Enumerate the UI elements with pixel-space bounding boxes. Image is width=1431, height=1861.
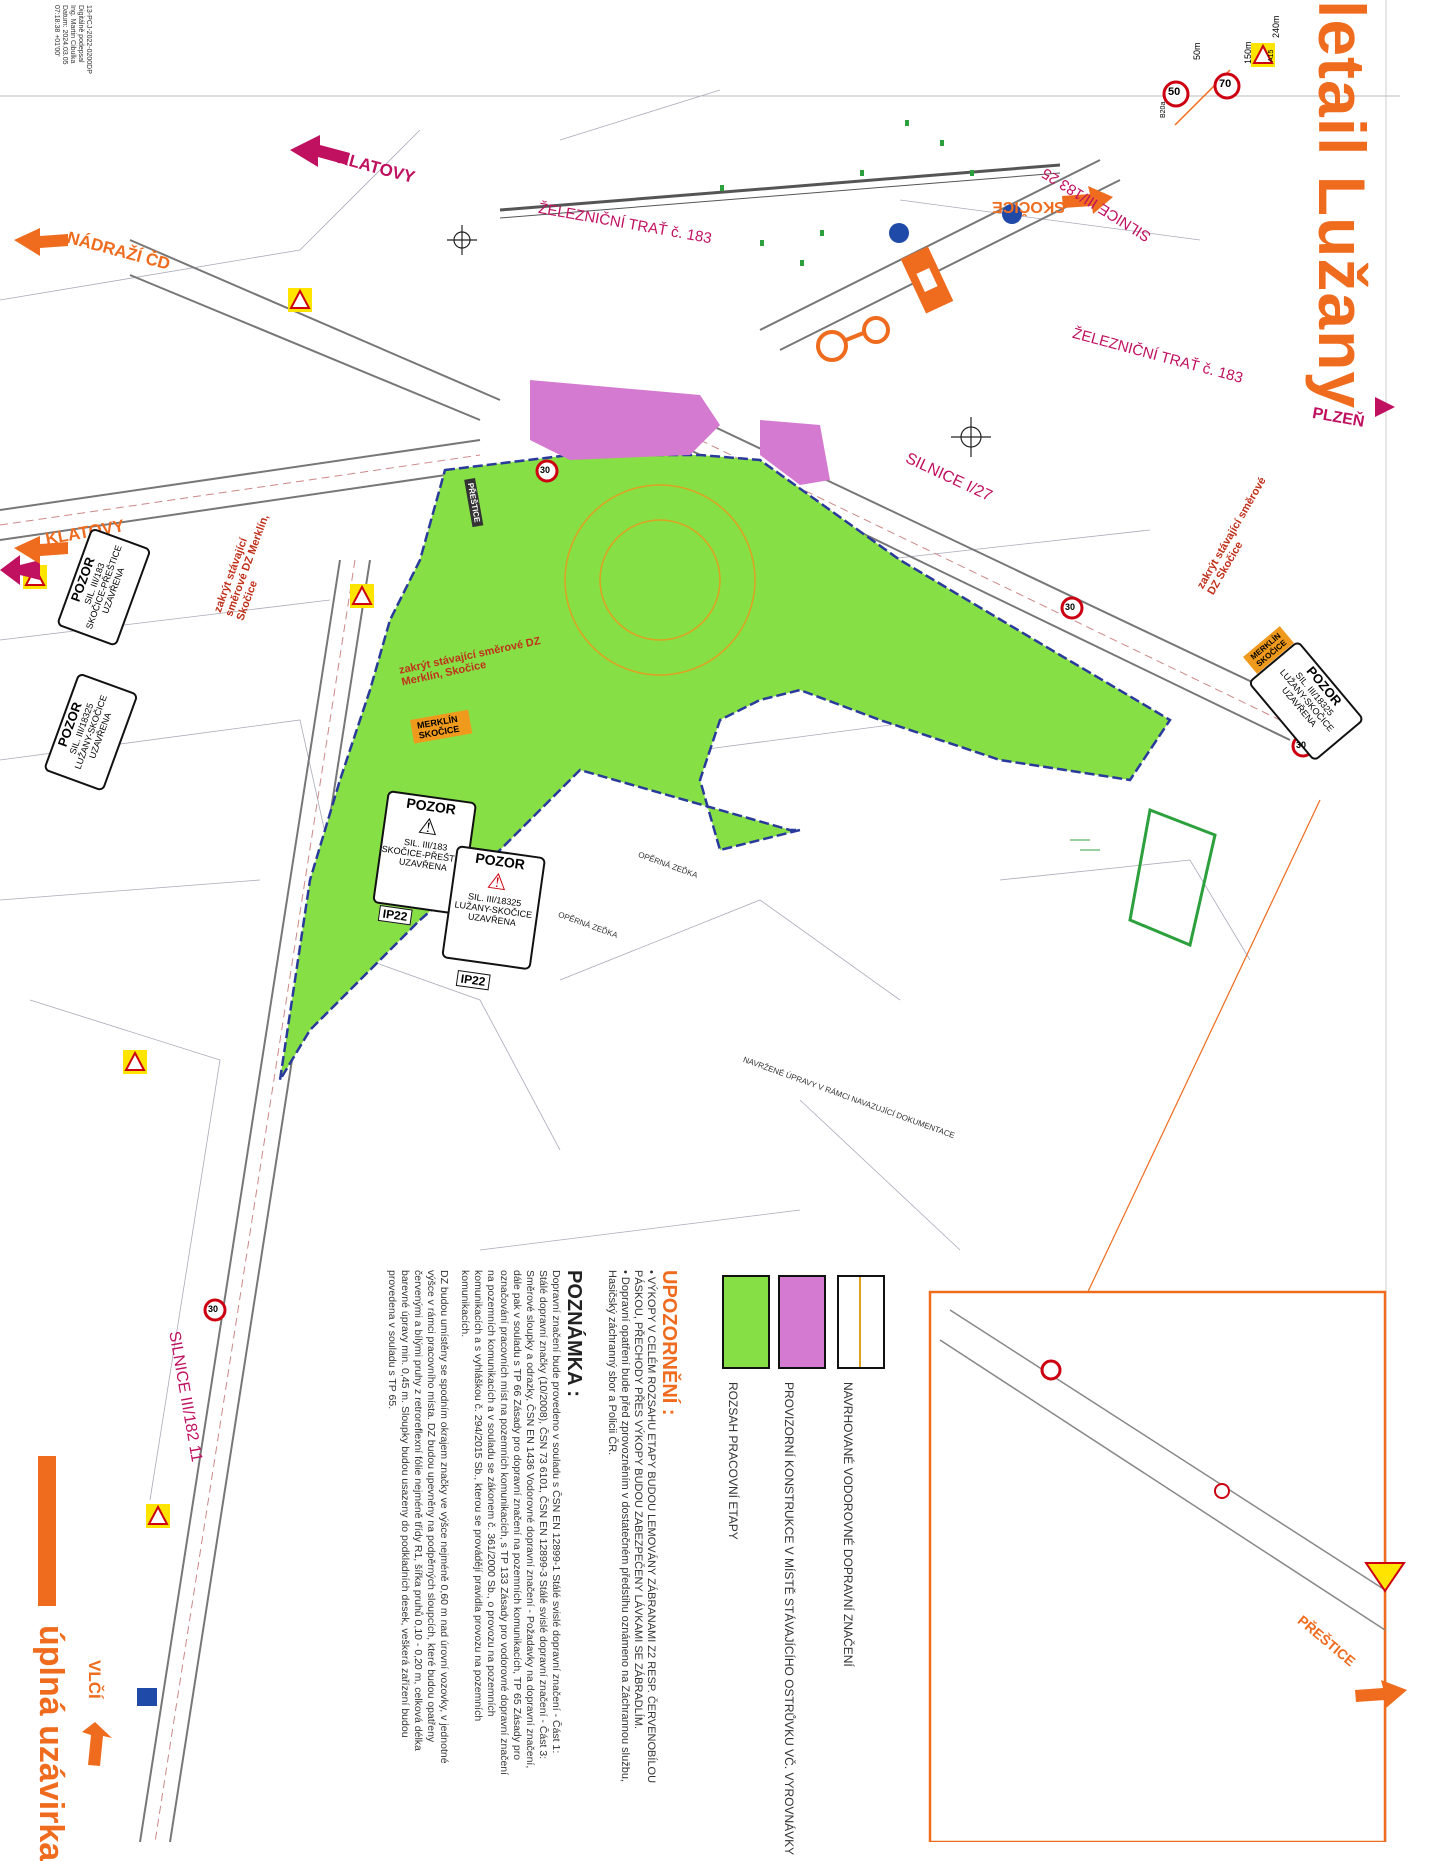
info-blue-signs — [137, 204, 1022, 1706]
inset-warning-sign — [1364, 1562, 1406, 1593]
inset-pointer-line — [1084, 799, 1321, 1299]
place-label-skocice: SKOČICE — [992, 198, 1065, 215]
meta-line: 13-PCJ-2022-0200DP — [85, 5, 92, 74]
road-III-18211 — [139, 559, 371, 1842]
legend-swatch-work-area — [722, 1275, 770, 1369]
orange-arrows — [14, 186, 1407, 1766]
legend-swatch-provisional — [778, 1275, 826, 1369]
legend-bullet-2: • Dopravní opatření bude před zprovozněn… — [606, 1270, 631, 1783]
legend-swatch-horizontal-marking — [837, 1275, 885, 1369]
legend-swatch-line — [859, 1277, 861, 1367]
speed-30-c: 30 — [1296, 740, 1307, 750]
speed-70: 70 — [1219, 78, 1232, 90]
meta-line: Digitálně podepsal — [77, 5, 84, 63]
detail-inset-frame — [928, 1290, 1387, 1842]
vegetation — [720, 120, 974, 266]
meta-line: Datum: 2024.03.05 — [61, 5, 68, 65]
legend-bullet-text: VÝKOPY V CELÉM ROZSAHU ETAPY BUDOU LEMOV… — [632, 1270, 657, 1784]
legend-item-2: PROVIZORNÍ KONSTRUKCE V MÍSTĚ STÁVAJÍCÍH… — [782, 1382, 796, 1856]
road-klatovy — [0, 439, 481, 541]
roundabout — [564, 484, 756, 676]
inset-speed-sign-small — [1214, 1483, 1230, 1499]
road-nadrazi — [129, 239, 501, 421]
distance-240m: 240m — [1271, 15, 1281, 38]
legend-bullet-1: • VÝKOPY V CELÉM ROZSAHU ETAPY BUDOU LEM… — [632, 1270, 657, 1784]
direction-arrows — [0, 135, 1395, 585]
speed-50: 50 — [1168, 86, 1181, 98]
legend-bullet-text: Dopravní opatření bude před zprovozněním… — [606, 1270, 631, 1783]
meta-line: Ing. Martin Cibulka — [69, 5, 76, 64]
full-closure-label: úplná uzávirka — [32, 1625, 70, 1861]
speed-30-a: 30 — [540, 465, 551, 475]
pozor-sign-center-2: POZOR ⚠ SIL. III/18325 LUŽANY-SKOČICE UZ… — [441, 845, 547, 971]
grid-crosshairs — [447, 225, 991, 457]
road-III-18325 — [759, 159, 1121, 351]
provisional-construction-left — [530, 380, 720, 460]
rail-crossing-barriers — [816, 246, 954, 362]
sign-code-a15: A15 — [1268, 49, 1275, 62]
distance-50m: 50m — [1192, 42, 1202, 60]
legend-item-1: NAVRHOVANÉ VODOROVNÉ DOPRAVNÍ ZNAČENÍ — [841, 1382, 855, 1667]
parking-lines — [1070, 839, 1100, 851]
note-heading: POZNÁMKA : — [563, 1270, 585, 1398]
meta-line: 07:18:38 +01'00' — [53, 5, 60, 57]
legend-heading: UPOZORNĚNÍ : — [658, 1270, 680, 1416]
speed-30-d: 30 — [208, 1304, 219, 1314]
distance-150m: 150m — [1243, 41, 1253, 64]
railway-183 — [499, 163, 1061, 219]
signature-block: 13-PCJ-2022-0200DP Digitálně podepsal In… — [52, 5, 92, 74]
legend-upozorneni: UPOZORNĚNÍ : • VÝKOPY V CELÉM ROZSAHU ET… — [605, 1270, 680, 1790]
parcel-lines — [0, 89, 1251, 1501]
sign-code-b20: B20a — [1160, 101, 1167, 118]
building-outline — [1128, 807, 1217, 948]
note-paragraph-1: Dopravní značení bude provedeno v soulad… — [459, 1270, 562, 1776]
speed-30-b: 30 — [1065, 602, 1076, 612]
note-paragraph-2: DZ budou umístěny se spodním okrajem zna… — [386, 1270, 450, 1764]
legend-item-3: ROZSAH PRACOVNÍ ETAPY — [726, 1382, 740, 1540]
note-block: POZNÁMKA : Dopravní značení bude provede… — [385, 1270, 585, 1780]
map-title: letail Lužany — [1305, 0, 1379, 410]
inset-road — [939, 1309, 1386, 1631]
closure-legend-bar — [38, 1456, 56, 1606]
place-label-vlci: VLČÍ — [85, 1660, 104, 1699]
provisional-construction-right — [760, 420, 830, 485]
inset-speed-sign-70 — [1040, 1359, 1062, 1381]
work-area-green — [278, 453, 1172, 1081]
